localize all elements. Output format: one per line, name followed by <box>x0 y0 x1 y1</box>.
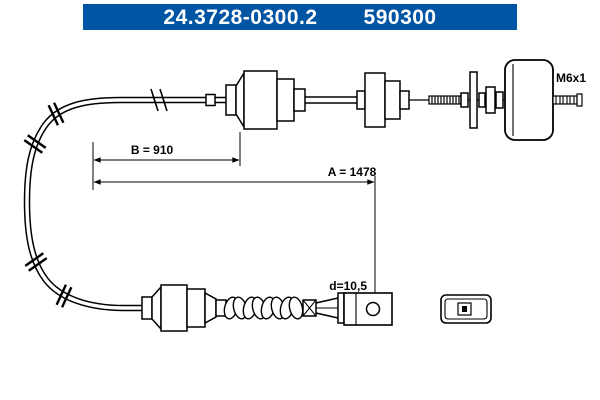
adjuster-assembly <box>225 70 306 130</box>
sheath-clamp-marks <box>150 88 168 112</box>
dimension-b <box>92 132 241 190</box>
dimension-a <box>93 176 376 293</box>
collar-band-4 <box>55 284 73 308</box>
washer-stack <box>478 86 504 114</box>
cable-stop <box>460 92 469 108</box>
bellows-spring <box>223 296 304 320</box>
cable-sheath <box>23 96 226 312</box>
reference-number: 590300 <box>363 5 437 29</box>
threaded-stud <box>552 93 583 107</box>
bracket-lever <box>469 71 478 129</box>
sheath-stop-ring <box>205 93 216 107</box>
part-number: 24.3728-0300.2 <box>163 5 318 29</box>
collar-band-3 <box>24 252 48 272</box>
eyelet-hole <box>365 301 381 317</box>
retaining-clip <box>440 294 492 324</box>
dimension-a-label: A = 1478 <box>328 165 377 179</box>
header-bar: 24.3728-0300.2 590300 <box>83 4 517 30</box>
collar-band-1 <box>47 102 65 126</box>
eyelet-diameter-label: d=10,5 <box>329 279 367 293</box>
mount-assembly <box>356 72 410 128</box>
dimension-b-label: B = 910 <box>131 143 174 157</box>
thread-size-label: M6x1 <box>556 71 586 85</box>
inner-rod <box>305 96 357 104</box>
eyelet-bracket <box>343 292 393 326</box>
cable-sheath-outline <box>23 96 226 312</box>
end-cylinder <box>504 59 554 141</box>
clevis-fork <box>302 292 345 324</box>
clutch-end-assembly <box>141 284 227 332</box>
collar-band-2 <box>23 134 47 154</box>
